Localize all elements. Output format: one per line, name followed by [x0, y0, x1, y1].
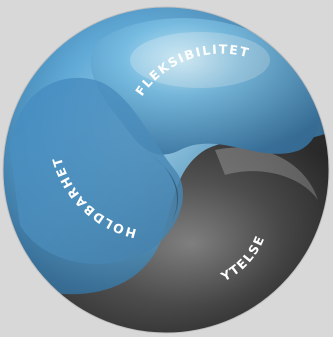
disc-edge	[2, 6, 330, 334]
disc-rim-shade	[3, 7, 329, 333]
